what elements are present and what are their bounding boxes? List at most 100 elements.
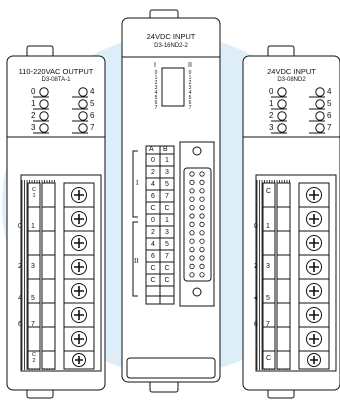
digit: 3 (188, 85, 192, 91)
right-term-label: 7 (266, 321, 270, 328)
digit: 2 (188, 80, 192, 86)
pin-b: 5 (165, 181, 169, 188)
pin-b: C (164, 265, 170, 272)
right-term-label: 5 (266, 295, 270, 302)
center-bracket-i-label: I (136, 179, 139, 187)
right-term-label: 3 (266, 263, 270, 270)
pin-b: 5 (165, 241, 169, 248)
dsub-pin (199, 255, 205, 261)
pin-b: 3 (165, 229, 169, 236)
digit: 0 (154, 70, 158, 76)
dsub-pin (199, 230, 205, 236)
center-group-brackets (132, 150, 138, 297)
right-led-label-7: 7 (327, 123, 332, 132)
left-term-label: 1 (31, 223, 35, 230)
pin-a: 4 (151, 181, 155, 188)
right-led-label-0: 0 (269, 87, 274, 96)
left-term-label: C 1 (32, 187, 36, 199)
right-term-label: C (266, 188, 272, 195)
digit: 5 (154, 95, 158, 101)
right-module-title: 24VDC INPUT (267, 67, 316, 76)
center-digit-col-right: 0 1 2 3 4 5 6 7 (187, 71, 193, 111)
pin-b: 1 (165, 157, 169, 164)
right-term-label: 2 (254, 263, 258, 270)
pin-b: 3 (165, 169, 169, 176)
right-screw-slots (309, 190, 319, 364)
left-led-label-0: 0 (31, 87, 36, 96)
right-led-label-6: 6 (327, 111, 332, 120)
left-term-label: 3 (31, 263, 35, 270)
center-bracket-ii-label: II (134, 257, 139, 265)
dsub-pin (199, 171, 205, 177)
pin-a: 6 (151, 193, 155, 200)
left-term-label: 2 (18, 263, 22, 270)
pin-a: 2 (151, 229, 155, 236)
pin-a: C (150, 277, 156, 284)
left-term-label: C 2 (32, 352, 36, 364)
dsub-pin (189, 188, 195, 194)
dsub-pin (189, 272, 195, 278)
dsub-pin (199, 213, 205, 219)
digit: 6 (154, 100, 158, 106)
left-led-label-3: 3 (31, 123, 36, 132)
left-term-label: 6 (18, 321, 22, 328)
right-led-label-2: 2 (269, 111, 274, 120)
digit: 1 (154, 75, 158, 81)
center-group-ii-top: II (188, 62, 192, 69)
dsub-pin (189, 263, 195, 269)
digit: 6 (188, 100, 192, 106)
dsub-pin (189, 221, 195, 227)
left-term-label: 5 (31, 295, 35, 302)
dsub-pin (199, 238, 205, 244)
dsub-pin (189, 230, 195, 236)
center-module-model: D3-16ND2-2 (154, 43, 188, 49)
pin-b: C (164, 277, 170, 284)
pin-a: C (150, 205, 156, 212)
pin-col-b: 1 3 5 7 C 1 3 5 7 C C (160, 156, 174, 286)
right-led-indicators (271, 87, 325, 134)
pin-header-b: B (163, 146, 168, 153)
dsub-pin (189, 205, 195, 211)
pin-a: 6 (151, 253, 155, 260)
dsub-pin (199, 263, 205, 269)
right-terminal-screws (306, 187, 322, 367)
digit: 4 (188, 90, 192, 96)
digit: 7 (154, 105, 158, 111)
pin-header-a: A (149, 146, 154, 153)
dsub-pin (189, 238, 195, 244)
left-led-label-4: 4 (90, 87, 95, 96)
digit: 7 (188, 105, 192, 111)
left-module-model: D3-08TA-1 (41, 77, 71, 83)
center-group-i-top: I (154, 62, 156, 69)
right-term-label: 0 (254, 223, 258, 230)
right-led-label-5: 5 (327, 99, 332, 108)
pin-a: 0 (151, 157, 155, 164)
digit: 5 (188, 95, 192, 101)
right-led-label-3: 3 (269, 123, 274, 132)
left-led-label-1: 1 (31, 99, 36, 108)
dsub-pin (199, 179, 205, 185)
center-pin-table (145, 145, 175, 305)
pin-a: 4 (151, 241, 155, 248)
left-screw-slots (74, 190, 84, 364)
dsub-pin (189, 247, 195, 253)
right-led-label-4: 4 (327, 87, 332, 96)
right-term-label: 4 (254, 295, 258, 302)
dsub-pin (199, 196, 205, 202)
dsub-pin (199, 205, 205, 211)
center-dsub-connector (179, 141, 215, 307)
left-module-title: 110-220VAC OUTPUT (18, 67, 94, 76)
left-term-label: 4 (18, 295, 22, 302)
right-term-label: 1 (266, 223, 270, 230)
dsub-pin (189, 255, 195, 261)
pin-b: 1 (165, 217, 169, 224)
right-term-label: C (266, 355, 272, 362)
left-led-label-2: 2 (31, 111, 36, 120)
dsub-pin (189, 213, 195, 219)
left-led-label-7: 7 (90, 123, 95, 132)
pin-b: C (164, 205, 170, 212)
pin-b: 7 (165, 253, 169, 260)
digit: 1 (188, 75, 192, 81)
center-module-title: 24VDC INPUT (146, 32, 196, 41)
